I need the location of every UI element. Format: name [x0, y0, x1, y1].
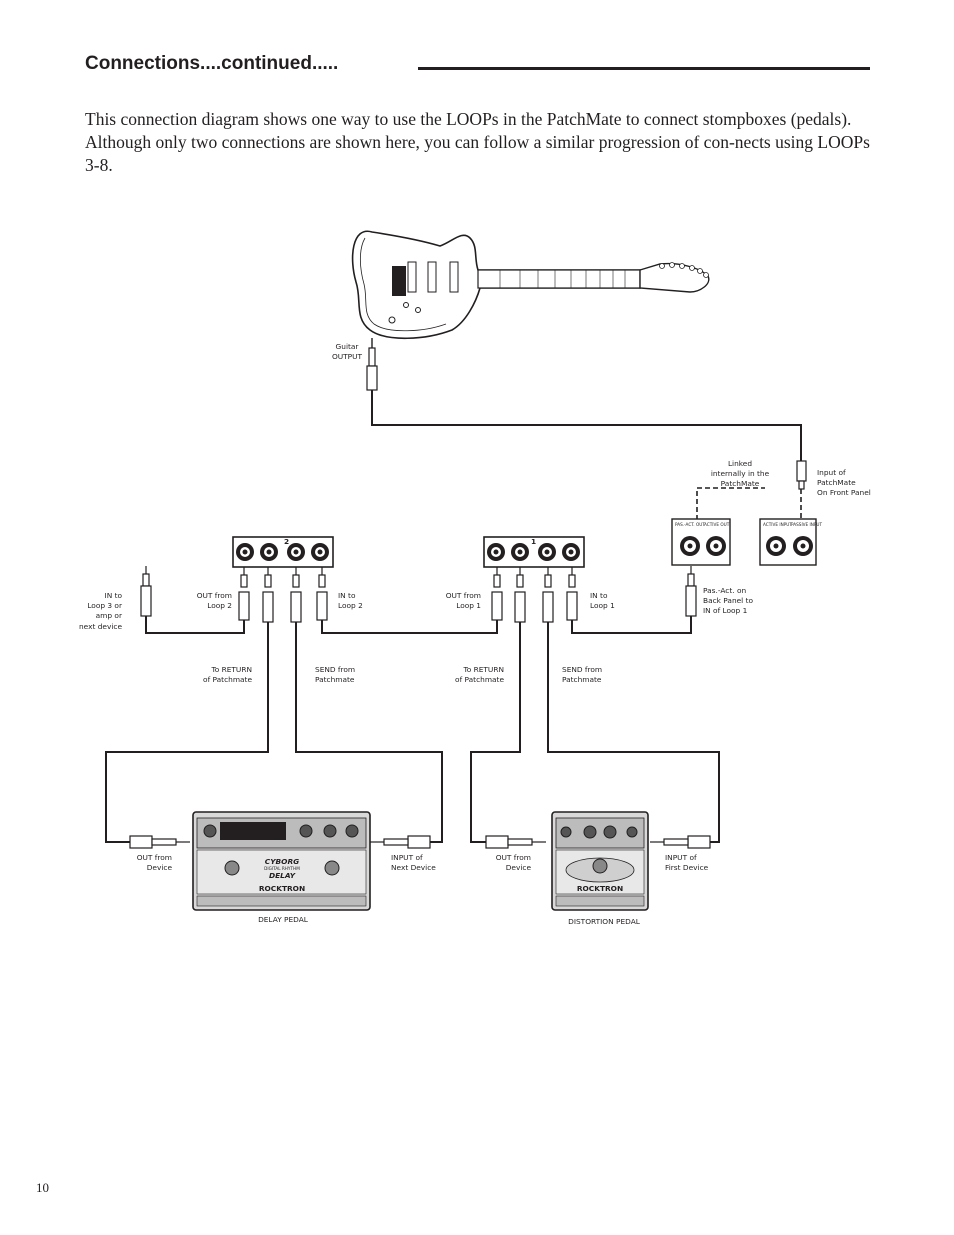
- delay-pedal: CYBORG DIGITAL RHYTHM DELAY ROCKTRON DEL…: [192, 811, 371, 924]
- pas-act-out-label: PAS.-ACT. OUT: [675, 522, 705, 527]
- delay-caption: DELAY PEDAL: [258, 915, 309, 924]
- horizontal-plugs: [129, 835, 711, 849]
- active-out-label: ACTIVE OUT: [704, 522, 730, 527]
- guitar-illustration: [351, 230, 710, 340]
- input-jack-panel: ACTIVE INPUT PASSIVE INPUT: [759, 518, 822, 566]
- heading-rule: [418, 67, 870, 70]
- cables: [105, 390, 802, 843]
- delay-brand: ROCKTRON: [259, 884, 305, 893]
- delay-name: CYBORG: [265, 857, 299, 866]
- passive-input-label: PASSIVE INPUT: [791, 522, 822, 527]
- delay-sub: DIGITAL RHYTHM: [264, 866, 300, 871]
- dist-brand: ROCKTRON: [577, 884, 623, 893]
- loop2-jack-panel: 2: [232, 536, 334, 568]
- patchmate-input-plug: [796, 460, 807, 490]
- output-jack-panel: PAS.-ACT. OUT ACTIVE OUT: [671, 518, 731, 566]
- delay-type: DELAY: [269, 871, 296, 880]
- loop1-number: 1: [531, 537, 536, 546]
- loop2-number: 2: [284, 537, 289, 546]
- active-input-label: ACTIVE INPUT: [763, 522, 792, 527]
- vertical-plugs: [140, 566, 697, 623]
- distortion-pedal: ROCKTRON DISTORTION PEDAL: [551, 811, 649, 926]
- guitar-output-plug: [366, 338, 378, 391]
- loop1-jack-panel: 1: [483, 536, 585, 568]
- page-heading: Connections....continued.....: [85, 53, 339, 74]
- intro-paragraph: This connection diagram shows one way to…: [85, 109, 870, 175]
- dist-caption: DISTORTION PEDAL: [568, 917, 641, 926]
- page-number: 10: [36, 1180, 49, 1195]
